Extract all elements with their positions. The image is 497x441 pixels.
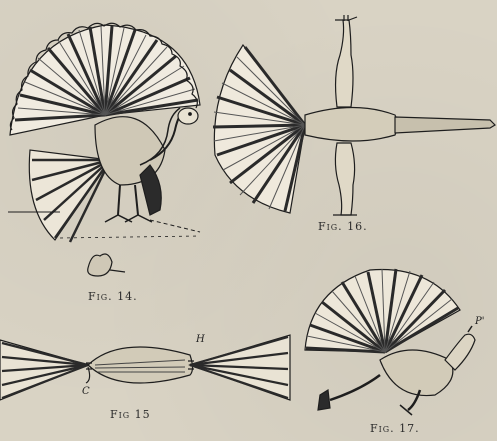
fig-16-caption: Fig. 16.	[318, 220, 368, 233]
fig-15-caption: Fig 15	[110, 408, 151, 421]
fig-16-bird-drawing	[205, 15, 497, 220]
fig-15-bundle-drawing	[0, 325, 295, 410]
fig-15-label-h: H	[196, 334, 205, 345]
fig-17-bird-drawing	[300, 260, 497, 425]
fig-14-turkey-drawing	[0, 0, 215, 285]
fig-17-label-p: P'	[475, 316, 484, 327]
fig-15-label-c: C	[82, 386, 90, 397]
fig-14-caption: Fig. 14.	[88, 290, 138, 303]
fig-17-caption: Fig. 17.	[370, 422, 420, 435]
